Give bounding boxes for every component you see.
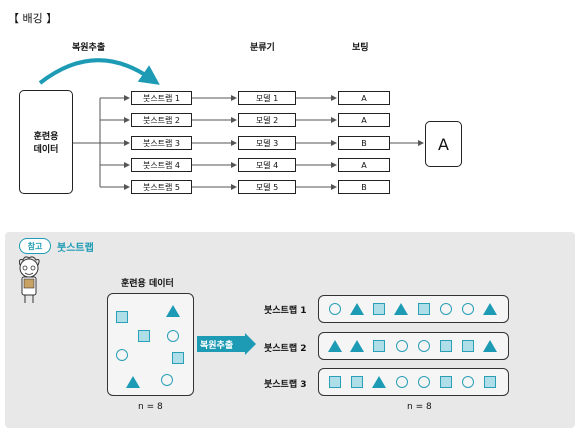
circle-shape: [396, 376, 408, 388]
bootstrap-box-2: 붓스트랩 2: [131, 113, 192, 127]
vote-box-1: A: [338, 91, 390, 105]
model-box-1: 모델 1: [238, 91, 296, 105]
final-result-box: A: [425, 121, 462, 167]
vote-box-2: A: [338, 113, 390, 127]
bootstrap-box-1: 붓스트랩 1: [131, 91, 192, 105]
resampling-arrow-label: 복원추출: [200, 341, 234, 351]
bootstrap-box-3: 붓스트랩 3: [131, 136, 192, 150]
sample-label-1: 붓스트랩 1: [264, 306, 307, 316]
connector-arrows: [38, 58, 424, 190]
resampling-curve-arrow: [38, 58, 160, 85]
bootstrap-sample-2: [318, 332, 509, 360]
professor-mascot-icon: [18, 256, 40, 303]
model-box-2: 모델 2: [238, 113, 296, 127]
circle-shape: [161, 374, 173, 386]
circle-shape: [167, 330, 179, 342]
triangle-shape: [394, 303, 408, 315]
header-classifier: 분류기: [250, 43, 275, 53]
reference-badge: 참고: [19, 238, 51, 254]
bootstrap-box-5: 붓스트랩 5: [131, 180, 192, 194]
triangle-shape: [166, 305, 180, 317]
n-right-label: n = 8: [407, 402, 432, 412]
model-box-5: 모델 5: [238, 180, 296, 194]
triangle-shape: [126, 376, 140, 388]
square-shape: [418, 303, 430, 315]
square-shape: [351, 376, 363, 388]
square-shape: [116, 311, 128, 323]
training-data-label-1: 훈련용: [33, 132, 59, 142]
circle-shape: [396, 340, 408, 352]
square-shape: [373, 303, 385, 315]
n-left-label: n = 8: [138, 402, 163, 412]
resampling-arrow-icon: [197, 333, 256, 355]
square-shape: [373, 340, 385, 352]
sample-label-3: 붓스트랩 3: [264, 380, 307, 390]
vote-box-3: B: [338, 136, 390, 150]
circle-shape: [440, 303, 452, 315]
dataset-label: 훈련용 데이터: [121, 279, 174, 289]
square-shape: [440, 376, 452, 388]
circle-shape: [418, 340, 430, 352]
header-bootstrap: 복원추출: [72, 43, 106, 53]
bootstrap-box-4: 붓스트랩 4: [131, 158, 192, 172]
bootstrap-sample-1: [318, 295, 509, 323]
reference-title: 붓스트랩: [57, 243, 94, 254]
triangle-shape: [483, 303, 497, 315]
header-voting: 보팅: [352, 43, 369, 53]
circle-shape: [462, 303, 474, 315]
triangle-shape: [483, 340, 497, 352]
model-box-3: 모델 3: [238, 136, 296, 150]
square-shape: [484, 376, 496, 388]
sample-label-2: 붓스트랩 2: [264, 344, 307, 354]
triangle-shape: [328, 340, 342, 352]
training-data-label-2: 데이터: [33, 145, 59, 155]
vote-box-5: B: [338, 180, 390, 194]
training-data-box: 훈련용 데이터: [19, 90, 73, 194]
circle-shape: [418, 376, 430, 388]
triangle-shape: [372, 376, 386, 388]
circle-shape: [116, 349, 128, 361]
triangle-shape: [350, 303, 364, 315]
bootstrap-sample-3: [318, 368, 509, 396]
square-shape: [440, 340, 452, 352]
reference-panel: [5, 232, 575, 428]
circle-shape: [462, 376, 474, 388]
triangle-shape: [350, 340, 364, 352]
model-box-4: 모델 4: [238, 158, 296, 172]
square-shape: [138, 330, 150, 342]
square-shape: [172, 352, 184, 364]
section-title: 【 배깅 】: [8, 12, 58, 25]
original-dataset-box: [107, 293, 194, 396]
square-shape: [329, 376, 341, 388]
square-shape: [462, 340, 474, 352]
circle-shape: [329, 303, 341, 315]
vote-box-4: A: [338, 158, 390, 172]
